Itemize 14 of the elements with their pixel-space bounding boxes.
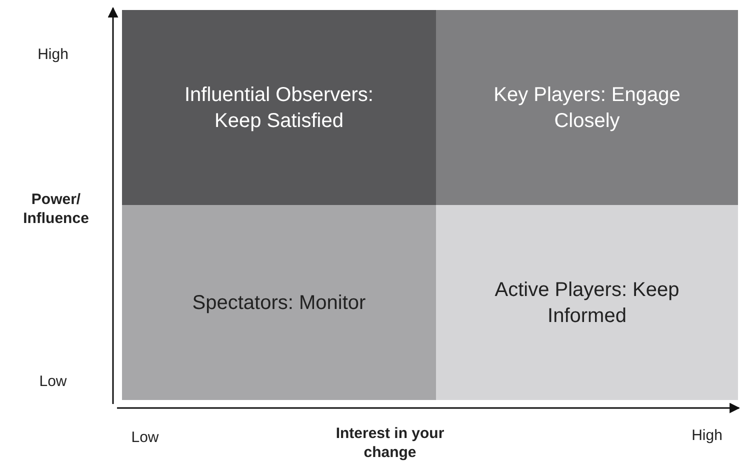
axis-title: Power/ Influence: [22, 190, 90, 228]
axis-title: Interest in your change: [334, 424, 446, 462]
axis-tick-label: Low: [130, 428, 160, 447]
quadrant-label: Spectators: Monitor: [191, 290, 367, 316]
axis-tick-label: Low: [38, 372, 68, 391]
quadrant-label: Influential Observers: Keep Satisfied: [184, 82, 374, 134]
quadrant: [436, 10, 738, 205]
quadrant: [122, 10, 436, 205]
axis-tick-label: High: [36, 45, 70, 64]
quadrant: [122, 205, 436, 400]
quadrant-label: Active Players: Keep Informed: [494, 278, 680, 328]
quadrant: [436, 205, 738, 400]
quadrant-label: Key Players: Engage Closely: [492, 82, 682, 134]
axis-tick-label: High: [690, 426, 724, 445]
